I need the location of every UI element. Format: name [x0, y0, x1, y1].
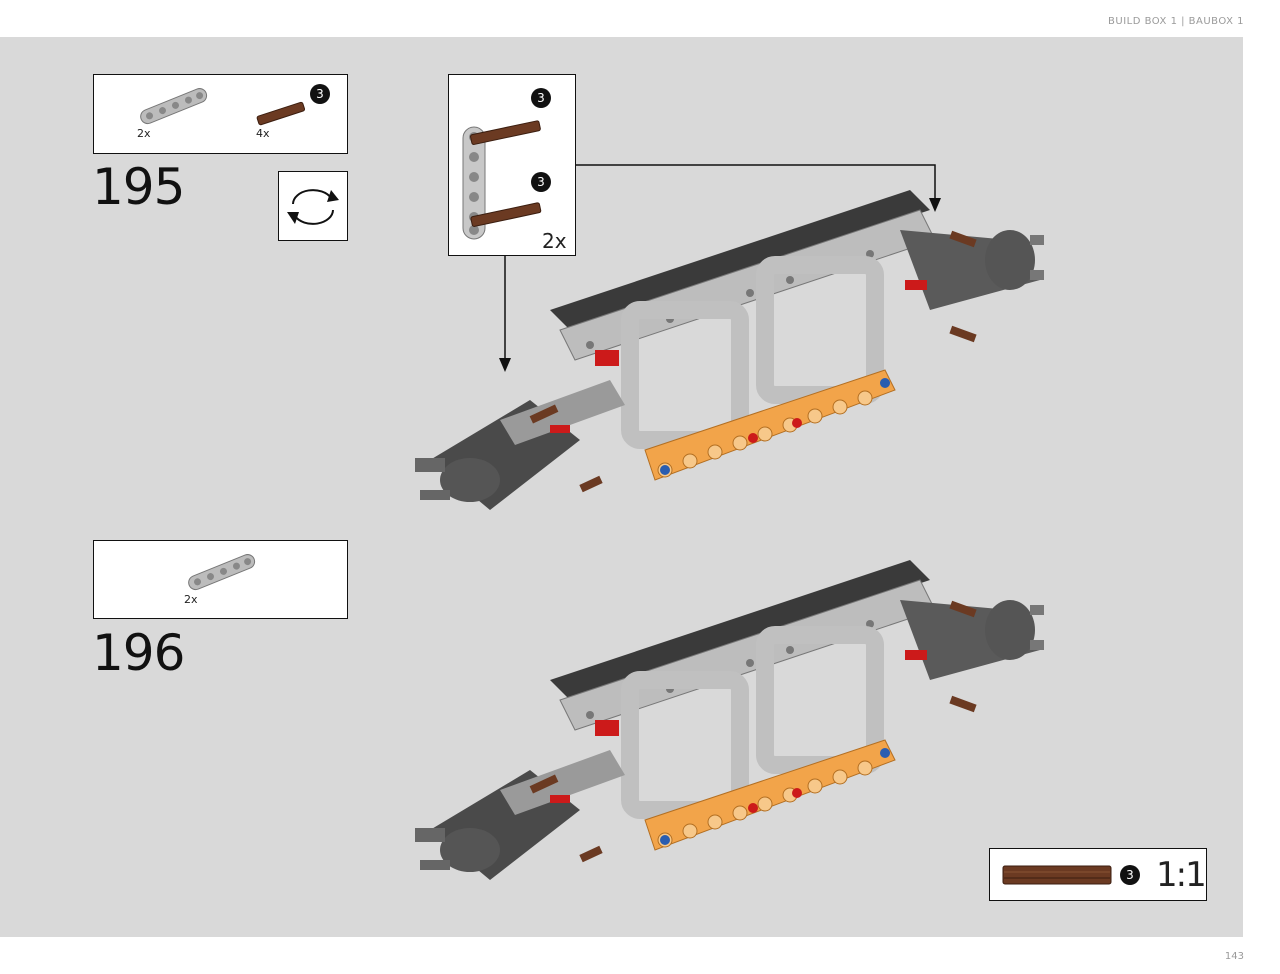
step-196-parts-box: 2x	[93, 540, 348, 619]
length-badge: 3	[310, 84, 330, 104]
gray-beam-part-icon	[140, 88, 208, 125]
step-195-parts-box: 2x 4x 3	[93, 74, 348, 154]
subassembly-quantity: 2x	[542, 229, 567, 253]
subassembly-callout: 3 3 2x	[448, 74, 576, 256]
step-number: 195	[92, 158, 185, 216]
part-quantity: 2x	[184, 593, 198, 606]
brown-axle-scale-icon	[1002, 865, 1112, 885]
length-badge: 3	[1120, 865, 1140, 885]
subassembly-illustration	[462, 120, 542, 240]
step-number: 196	[92, 624, 185, 682]
scale-label: 1:1	[1156, 855, 1207, 895]
page-number: 143	[1224, 951, 1244, 962]
header-build-box: BUILD BOX 1 | BAUBOX 1	[1108, 16, 1244, 27]
rotate-model-icon	[287, 189, 339, 225]
length-badge: 3	[531, 88, 551, 108]
rotate-model-box	[278, 171, 348, 241]
gray-beam-part-icon	[188, 554, 256, 591]
chassis-assembly-illustration	[415, 560, 1044, 880]
chassis-assembly-illustration	[415, 190, 1044, 510]
part-quantity: 2x	[137, 127, 151, 140]
part-quantity: 4x	[256, 127, 270, 140]
length-badge: 3	[531, 172, 551, 192]
scale-reference-box: 3 1:1	[989, 848, 1207, 901]
brown-axle-part-icon	[256, 101, 306, 126]
